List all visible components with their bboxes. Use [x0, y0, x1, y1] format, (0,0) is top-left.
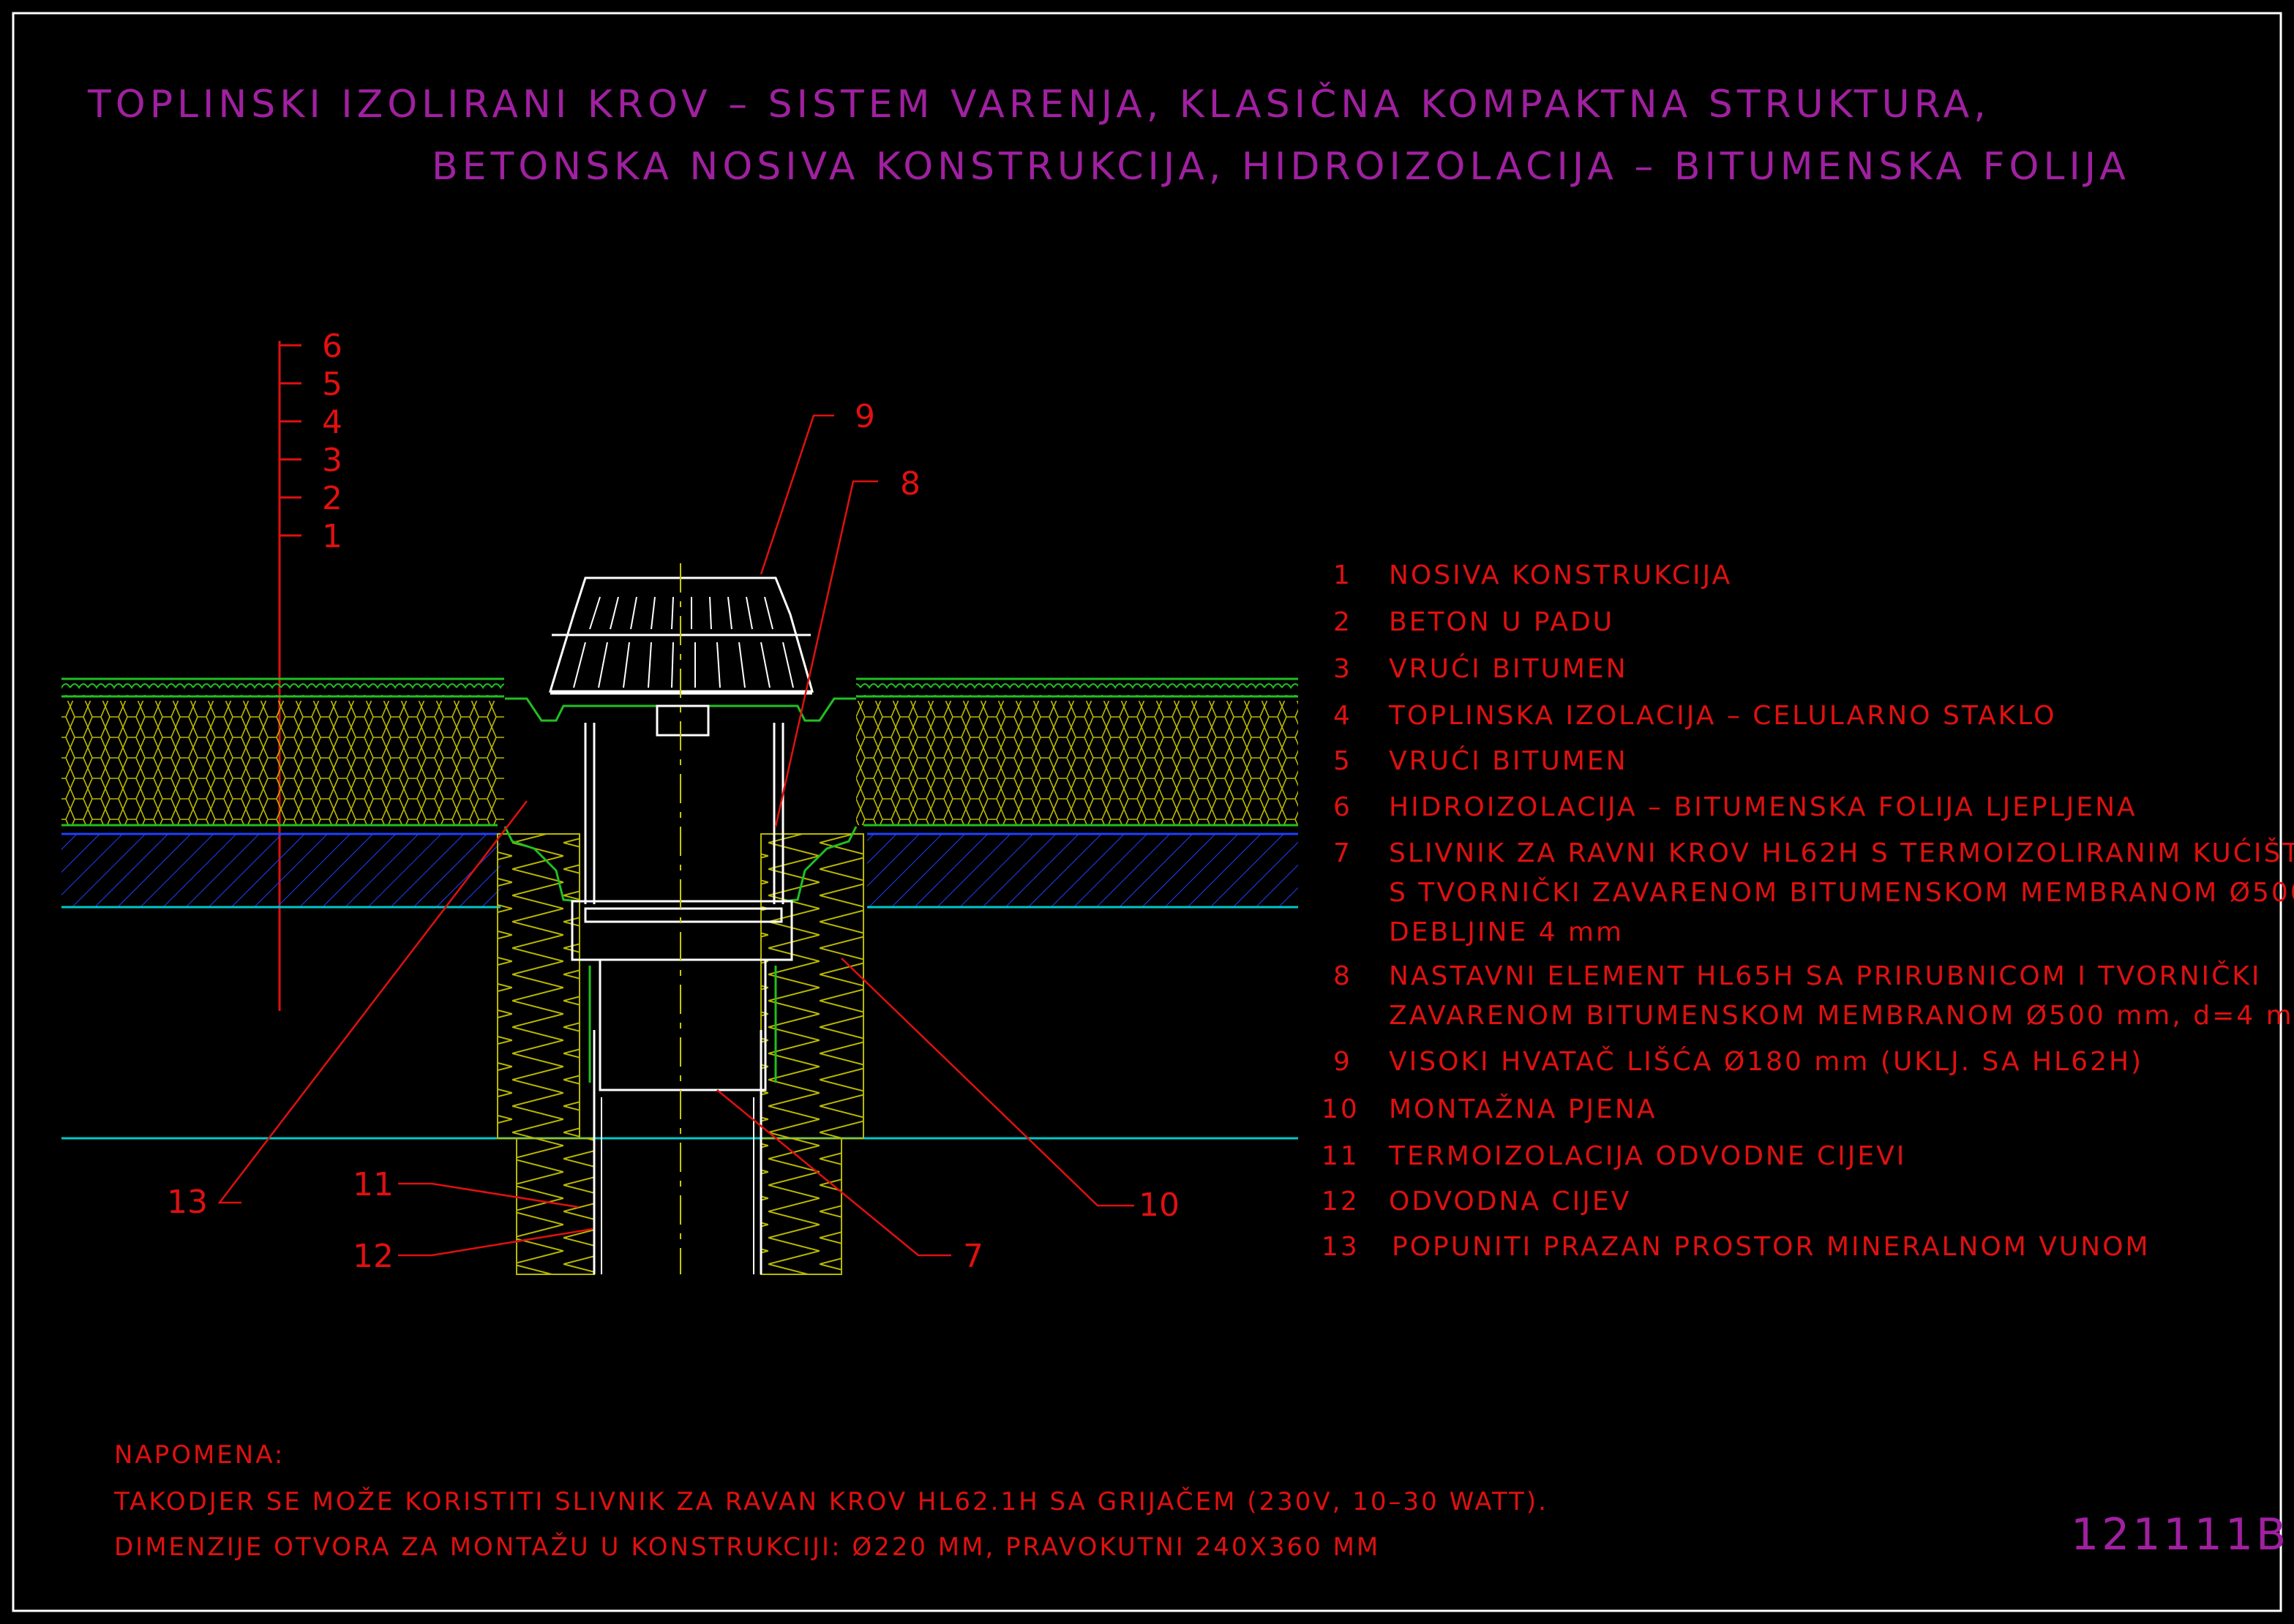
pipe-insulation: [497, 833, 864, 1275]
legend-text: MONTAŽNA PJENA: [1389, 1094, 1657, 1124]
layer-scale-label: 2: [322, 480, 342, 517]
sheet-frame: [12, 12, 2282, 1612]
legend-number: 5: [1333, 746, 1352, 776]
legend-number: 6: [1333, 792, 1352, 822]
callout-number: 11: [353, 1166, 394, 1203]
legend-text: TOPLINSKA IZOLACIJA – CELULARNO STAKLO: [1388, 701, 2056, 731]
callout-number: 13: [167, 1184, 208, 1221]
sloped-concrete: [61, 834, 501, 907]
callout-number: 9: [855, 398, 875, 435]
legend-text: S TVORNIČKI ZAVARENOM BITUMENSKOM MEMBRA…: [1389, 877, 2294, 908]
drawing-number: 121111B: [2071, 1509, 2289, 1560]
layer-scale-label: 5: [322, 366, 342, 403]
legend-text: VRUĆI BITUMEN: [1389, 745, 1628, 776]
legend-number: 4: [1333, 701, 1352, 731]
callout-number: 10: [1139, 1187, 1180, 1224]
callout-number: 7: [963, 1238, 983, 1275]
legend-text: NOSIVA KONSTRUKCIJA: [1389, 560, 1732, 590]
legend-text: DEBLJINE 4 mm: [1389, 917, 1624, 947]
legend-number: 7: [1333, 838, 1352, 868]
legend-number: 12: [1322, 1187, 1360, 1217]
title-line-1: TOPLINSKI IZOLIRANI KROV – SISTEM VARENJ…: [87, 81, 1990, 127]
legend-text: HIDROIZOLACIJA – BITUMENSKA FOLIJA LJEPL…: [1389, 792, 2137, 822]
callout-leaders: [217, 414, 1134, 1257]
legend-number: 11: [1322, 1141, 1360, 1171]
callout-number: 12: [353, 1238, 394, 1275]
cellular-glass-insulation: [61, 701, 504, 825]
layer-scale-label: 4: [322, 404, 342, 441]
layer-scale: 6 5 4 3 2 1: [278, 328, 342, 1011]
legend-text: BETON U PADU: [1389, 607, 1614, 637]
legend-text: ODVODNA CIJEV: [1389, 1187, 1631, 1217]
title-line-2: BETONSKA NOSIVA KONSTRUKCIJA, HIDROIZOLA…: [432, 145, 2130, 189]
legend-number: 2: [1333, 607, 1352, 637]
note-heading: NAPOMENA:: [114, 1440, 285, 1470]
legend-text: ZAVARENOM BITUMENSKOM MEMBRANOM Ø500 mm,…: [1389, 1001, 2294, 1031]
legend-text: NASTAVNI ELEMENT HL65H SA PRIRUBNICOM I …: [1389, 961, 2262, 991]
legend-text: SLIVNIK ZA RAVNI KROV HL62H S TERMOIZOLI…: [1389, 838, 2294, 868]
layer-scale-label: 3: [322, 442, 342, 479]
legend-number: 8: [1333, 961, 1352, 991]
note-line-1: TAKODJER SE MOŽE KORISTITI SLIVNIK ZA RA…: [113, 1486, 1548, 1516]
layer-scale-label: 6: [322, 328, 342, 365]
roof-layers-left: [61, 677, 504, 909]
note: NAPOMENA: TAKODJER SE MOŽE KORISTITI SLI…: [113, 1440, 1548, 1562]
legend-number: 13: [1322, 1232, 1360, 1262]
legend-text: VRUĆI BITUMEN: [1389, 653, 1628, 684]
note-line-2: DIMENZIJE OTVORA ZA MONTAŽU U KONSTRUKCI…: [114, 1532, 1380, 1562]
callout-number: 8: [900, 465, 921, 503]
legend-text: TERMOIZOLACIJA ODVODNE CIJEVI: [1388, 1141, 1906, 1171]
legend-number: 3: [1333, 654, 1352, 684]
roof-drain-body: [503, 697, 858, 1274]
layer-scale-label: 1: [322, 518, 342, 555]
legend-number: 1: [1333, 560, 1352, 590]
legend: 1 NOSIVA KONSTRUKCIJA 2 BETON U PADU 3 V…: [1322, 560, 2294, 1262]
legend-number: 10: [1322, 1094, 1360, 1124]
legend-number: 9: [1333, 1047, 1352, 1077]
roof-layers-right: [856, 677, 1298, 909]
legend-text: POPUNITI PRAZAN PROSTOR MINERALNOM VUNOM: [1392, 1232, 2151, 1262]
legend-text: VISOKI HVATAČ LIŠĆA Ø180 mm (UKLJ. SA HL…: [1389, 1046, 2143, 1077]
